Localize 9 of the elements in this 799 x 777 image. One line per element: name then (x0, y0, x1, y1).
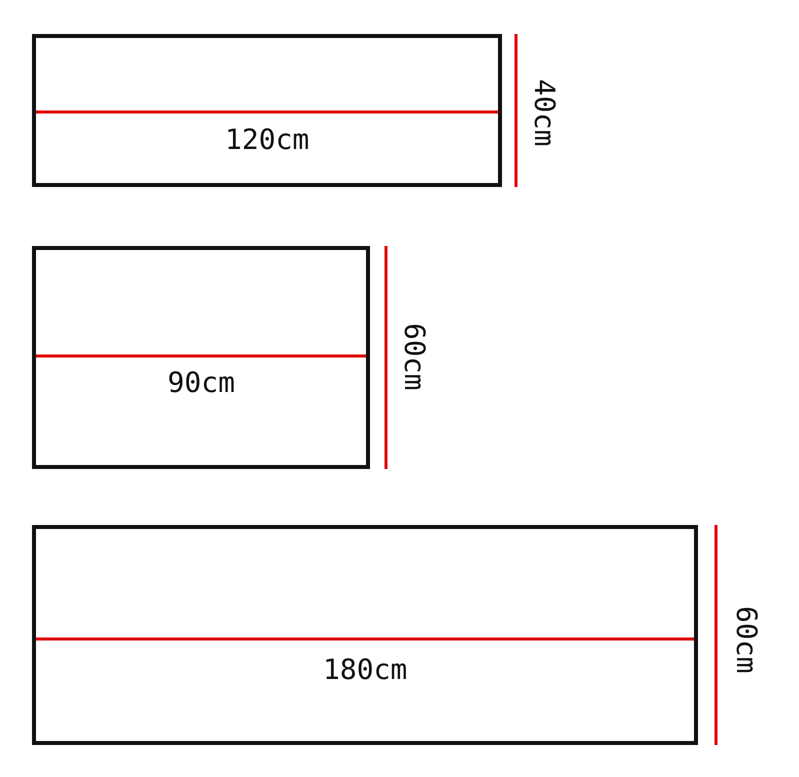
panel-outline (32, 34, 502, 187)
dimension-label: 40cm (528, 78, 560, 146)
dimension-label: 120cm (225, 124, 310, 156)
dimension-label: 60cm (730, 606, 762, 673)
dimension-label: 90cm (168, 367, 235, 399)
panel-outline (32, 246, 370, 469)
panel-outline (32, 525, 698, 745)
dimension-label: 60cm (398, 322, 430, 390)
dimension-label: 180cm (323, 654, 408, 686)
